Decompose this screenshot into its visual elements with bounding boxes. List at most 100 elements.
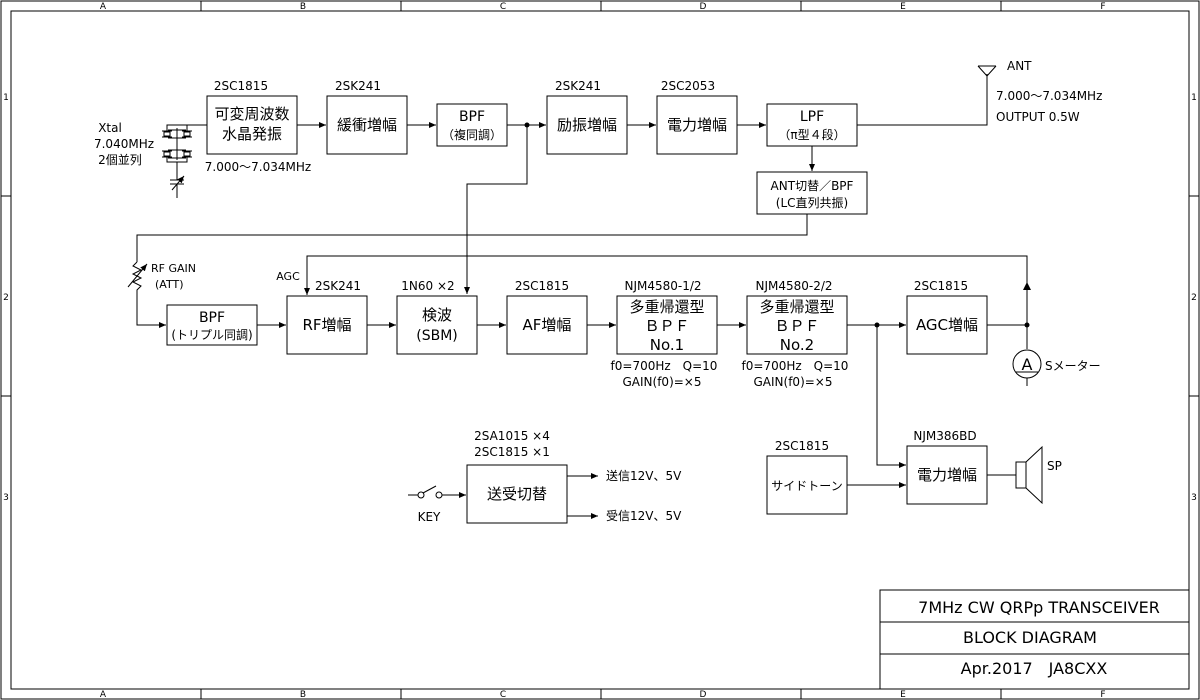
mfb-bpf-2-block bbox=[746, 295, 848, 355]
detector-label-1: 検波 bbox=[422, 306, 452, 324]
bpf-double-tuned-block bbox=[436, 103, 508, 147]
row-marker-3: 3 bbox=[3, 493, 9, 503]
title-block: 7MHz CW QRPp TRANSCEIVER BLOCK DIAGRAM A… bbox=[879, 589, 1190, 690]
s-meter-symbol: A bbox=[1022, 355, 1033, 374]
rf-amp-part: 2SK241 bbox=[315, 279, 361, 293]
title-line-3: Apr.2017 JA8CXX bbox=[961, 659, 1108, 678]
xtal-parallel-note: 2個並列 bbox=[98, 153, 142, 167]
mfb1-label-1: 多重帰還型 bbox=[629, 298, 704, 316]
xtal-frequency: 7.040MHz bbox=[94, 137, 154, 151]
detector-block bbox=[396, 295, 478, 355]
sidetone-block bbox=[766, 455, 848, 515]
key-label: KEY bbox=[418, 510, 441, 524]
lpf-label-2: （π型４段） bbox=[778, 127, 845, 142]
col-marker-c-bottom: C bbox=[500, 690, 506, 700]
col-marker-a: A bbox=[100, 2, 107, 12]
rx-voltage-label: 受信12V、5V bbox=[606, 509, 682, 523]
ant-switch-label-1: ANT切替／BPF bbox=[771, 179, 854, 193]
row-marker-3-right: 3 bbox=[1191, 493, 1197, 503]
col-marker-a-bottom: A bbox=[100, 690, 107, 700]
bpf-double-label-1: BPF bbox=[459, 109, 485, 125]
af-amp-part: 2SC1815 bbox=[515, 279, 569, 293]
title-line-2: BLOCK DIAGRAM bbox=[963, 628, 1097, 647]
xtal-label: Xtal bbox=[98, 121, 122, 135]
agc-amp-label: AGC増幅 bbox=[916, 316, 978, 334]
detector-part: 1N60 ×2 bbox=[401, 279, 454, 293]
row-marker-1-right: 1 bbox=[1191, 93, 1197, 103]
sidetone-label: サイドトーン bbox=[771, 479, 842, 493]
bpf-triple-label-2: (トリプル同調) bbox=[171, 328, 252, 342]
mfb2-label-1: 多重帰還型 bbox=[759, 298, 834, 316]
mfb2-label-2: ＢＰＦ bbox=[774, 317, 819, 335]
rf-amp-block bbox=[286, 295, 368, 355]
pa-label: 電力増幅 bbox=[667, 116, 727, 134]
mfb1-label-2: ＢＰＦ bbox=[644, 317, 689, 335]
sidetone-part: 2SC1815 bbox=[775, 439, 829, 453]
mfb1-label-3: No.1 bbox=[650, 336, 684, 354]
ant-label: ANT bbox=[1007, 59, 1032, 73]
af-amp-label: AF増幅 bbox=[523, 316, 572, 334]
tx-voltage-label: 送信12V、5V bbox=[606, 468, 682, 483]
mfb-bpf-1-block bbox=[616, 295, 718, 355]
ant-switch-label-2: (LC直列共振) bbox=[776, 196, 848, 210]
buffer-block bbox=[326, 95, 408, 155]
ant-frequency: 7.000～7.034MHz bbox=[996, 89, 1102, 103]
agc-amp-part: 2SC1815 bbox=[914, 279, 968, 293]
vxo-label-2: 水晶発振 bbox=[222, 125, 282, 143]
col-marker-d-bottom: D bbox=[700, 690, 707, 700]
key-switch-icon bbox=[408, 485, 466, 499]
rf-amp-label: RF増幅 bbox=[302, 316, 351, 334]
bpf-double-label-2: （複同調） bbox=[442, 127, 502, 142]
buffer-part: 2SK241 bbox=[335, 79, 381, 93]
row-marker-2-right: 2 bbox=[1191, 293, 1197, 303]
col-marker-f: F bbox=[1100, 2, 1105, 12]
row-marker-1: 1 bbox=[3, 93, 9, 103]
af-pa-part: NJM386BD bbox=[913, 429, 976, 443]
ant-switch-block bbox=[756, 171, 868, 215]
row-marker-2: 2 bbox=[3, 293, 9, 303]
mfb2-part: NJM4580-2/2 bbox=[755, 279, 832, 293]
mfb2-spec-1: f0=700Hz Q=10 bbox=[742, 359, 849, 373]
agc-input-label: AGC bbox=[276, 270, 300, 283]
col-marker-b-bottom: B bbox=[300, 690, 306, 700]
mfb2-spec-2: GAIN(f0)=×5 bbox=[754, 375, 833, 389]
s-meter-label: Sメーター bbox=[1045, 359, 1101, 373]
speaker-icon bbox=[1015, 445, 1043, 505]
vxo-frequency: 7.000～7.034MHz bbox=[205, 160, 311, 174]
pa-part: 2SC2053 bbox=[661, 79, 715, 93]
bpf-triple-label-1: BPF bbox=[199, 310, 225, 326]
vxo-block bbox=[206, 95, 298, 155]
mfb1-part: NJM4580-1/2 bbox=[624, 279, 701, 293]
driver-label: 励振増幅 bbox=[557, 116, 617, 134]
col-marker-e-bottom: E bbox=[900, 690, 906, 700]
driver-block bbox=[546, 95, 628, 155]
antenna-icon bbox=[857, 65, 997, 126]
col-marker-c: C bbox=[500, 2, 506, 12]
detector-label-2: (SBM) bbox=[416, 328, 458, 344]
vxo-part: 2SC1815 bbox=[214, 79, 268, 93]
lpf-block bbox=[766, 103, 858, 147]
pa-block bbox=[656, 95, 738, 155]
col-marker-e: E bbox=[900, 2, 906, 12]
speaker-label: SP bbox=[1047, 459, 1062, 473]
tr-switch-part-1: 2SA1015 ×4 bbox=[474, 429, 550, 443]
mfb1-spec-1: f0=700Hz Q=10 bbox=[611, 359, 718, 373]
ant-output: OUTPUT 0.5W bbox=[996, 110, 1080, 124]
crystal-pair-symbol bbox=[162, 124, 207, 198]
col-marker-d: D bbox=[700, 2, 707, 12]
bpf-triple-tuned-block bbox=[166, 304, 258, 346]
col-marker-b: B bbox=[300, 2, 306, 12]
af-pa-label: 電力増幅 bbox=[917, 466, 977, 484]
rf-gain-label-2: (ATT) bbox=[155, 278, 184, 291]
tr-switch-block bbox=[466, 464, 568, 524]
rf-gain-potentiometer-icon bbox=[127, 261, 166, 328]
rf-gain-label-1: RF GAIN bbox=[151, 262, 196, 275]
title-line-1: 7MHz CW QRPp TRANSCEIVER bbox=[918, 598, 1160, 617]
af-amp-block bbox=[506, 295, 588, 355]
tr-switch-label: 送受切替 bbox=[487, 485, 547, 503]
col-marker-f-bottom: F bbox=[1100, 690, 1105, 700]
mfb2-label-3: No.2 bbox=[780, 336, 814, 354]
